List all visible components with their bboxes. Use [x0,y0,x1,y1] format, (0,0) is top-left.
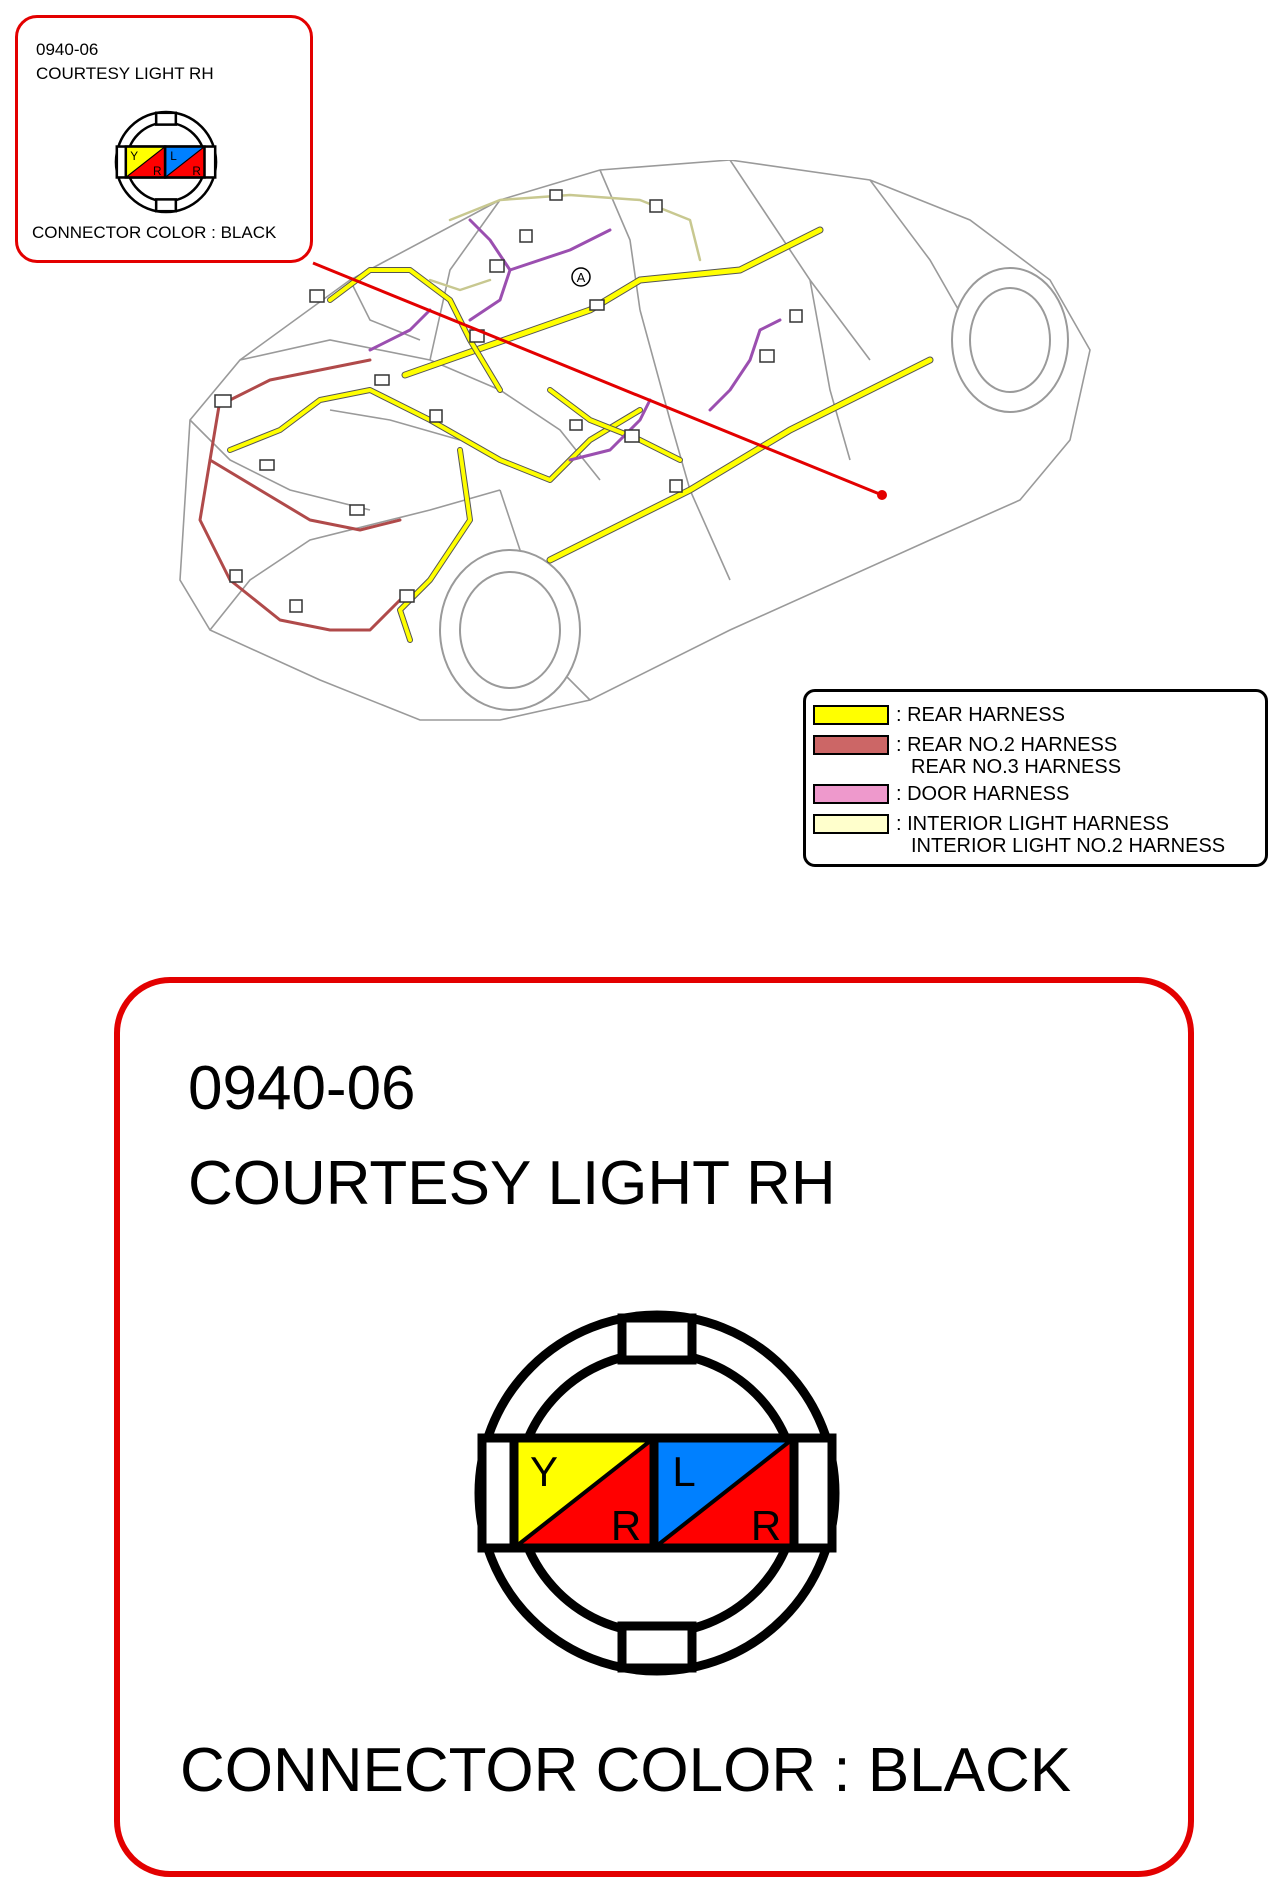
terminal-1-bottom-fill [125,146,166,178]
connector-bottom-key [154,198,178,213]
terminal-2-bottom-label: R [192,164,201,178]
terminal-2-top-label: L [672,1448,695,1495]
terminal-2-divider [164,146,205,178]
terminal-1-divider [125,146,166,178]
legend-label-interior-light: : INTERIOR LIGHT HARNESS [896,813,1170,835]
legend-label-door: : DOOR HARNESS [896,783,1070,805]
terminal-2-cell [163,145,206,179]
car-wheels [439,267,1069,711]
terminal-2-cell [649,1433,799,1553]
connector-bottom-key [617,1621,697,1673]
terminal-1-bottom-label: R [153,164,162,178]
harness-legend: : REAR HARNESS : REAR NO.2 HARNESS REAR … [803,689,1268,867]
legend-label-rear-no2: : REAR NO.2 HARNESS [896,734,1118,756]
terminal-2-bottom-label: R [751,1502,781,1549]
legend-label-rear: : REAR HARNESS [896,704,1065,726]
legend-swatch-interior-light [813,814,889,834]
terminal-2-divider [652,1436,796,1550]
legend-swatch-door [813,784,889,804]
terminal-1-bottom-label: R [611,1502,641,1549]
small-connector-name: COURTESY LIGHT RH [36,64,214,83]
small-connector-code: 0940-06 [36,40,99,59]
harness-wires [198,193,934,643]
large-connector-name: COURTESY LIGHT RH [188,1149,836,1218]
legend-swatch-rear [813,705,889,725]
terminal-1-divider [512,1436,656,1550]
legend-label-interior-light-no2: INTERIOR LIGHT NO.2 HARNESS [911,835,1226,857]
connector-top-key [154,111,178,126]
location-marker-label: A [577,270,586,285]
terminal-1-top-label: Y [530,1448,558,1495]
car-harness-diagram: A [179,160,1091,721]
large-connector-code: 0940-06 [188,1054,416,1123]
large-connector-color: CONNECTOR COLOR : BLACK [180,1736,1072,1805]
terminal-2-top-label: L [170,149,177,163]
connector-top-key [617,1313,697,1365]
legend-label-rear-no3: REAR NO.3 HARNESS [911,756,1122,778]
terminal-1-top-label: Y [130,149,138,163]
small-connector-color: CONNECTOR COLOR : BLACK [32,223,277,242]
legend-swatch-rear-no2 [813,735,889,755]
